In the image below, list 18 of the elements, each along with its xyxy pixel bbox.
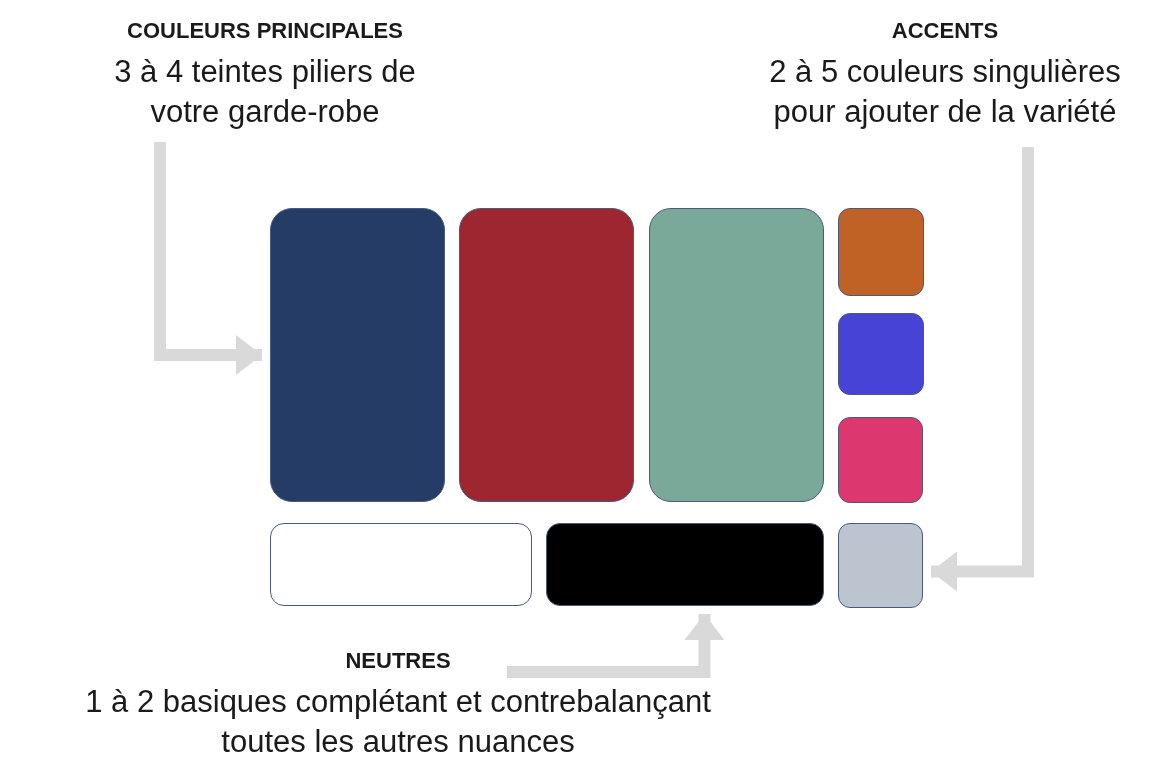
color-swatch bbox=[838, 208, 924, 296]
callout-text: 2 à 5 couleurs singulières pour ajouter de la variété bbox=[768, 53, 1122, 131]
arrow bbox=[931, 147, 1034, 592]
arrow bbox=[506, 614, 725, 678]
callout-heading: ACCENTS bbox=[890, 18, 1000, 44]
callout-heading: COULEURS PRINCIPALES bbox=[126, 18, 404, 44]
color-swatch bbox=[838, 313, 924, 395]
callout-text: 3 à 4 teintes piliers de votre garde-robe bbox=[113, 53, 417, 131]
color-swatch bbox=[546, 523, 824, 606]
arrow bbox=[154, 142, 262, 375]
color-swatch bbox=[270, 523, 532, 606]
color-swatch bbox=[838, 523, 923, 608]
color-swatch bbox=[459, 208, 634, 502]
callout-text: 1 à 2 basiques complétant et contrebalançant toutes les autres nuances bbox=[84, 683, 712, 761]
color-swatch bbox=[270, 208, 445, 502]
callout-heading: NEUTRES bbox=[344, 648, 452, 674]
color-swatch bbox=[838, 417, 923, 503]
color-swatch bbox=[649, 208, 824, 502]
